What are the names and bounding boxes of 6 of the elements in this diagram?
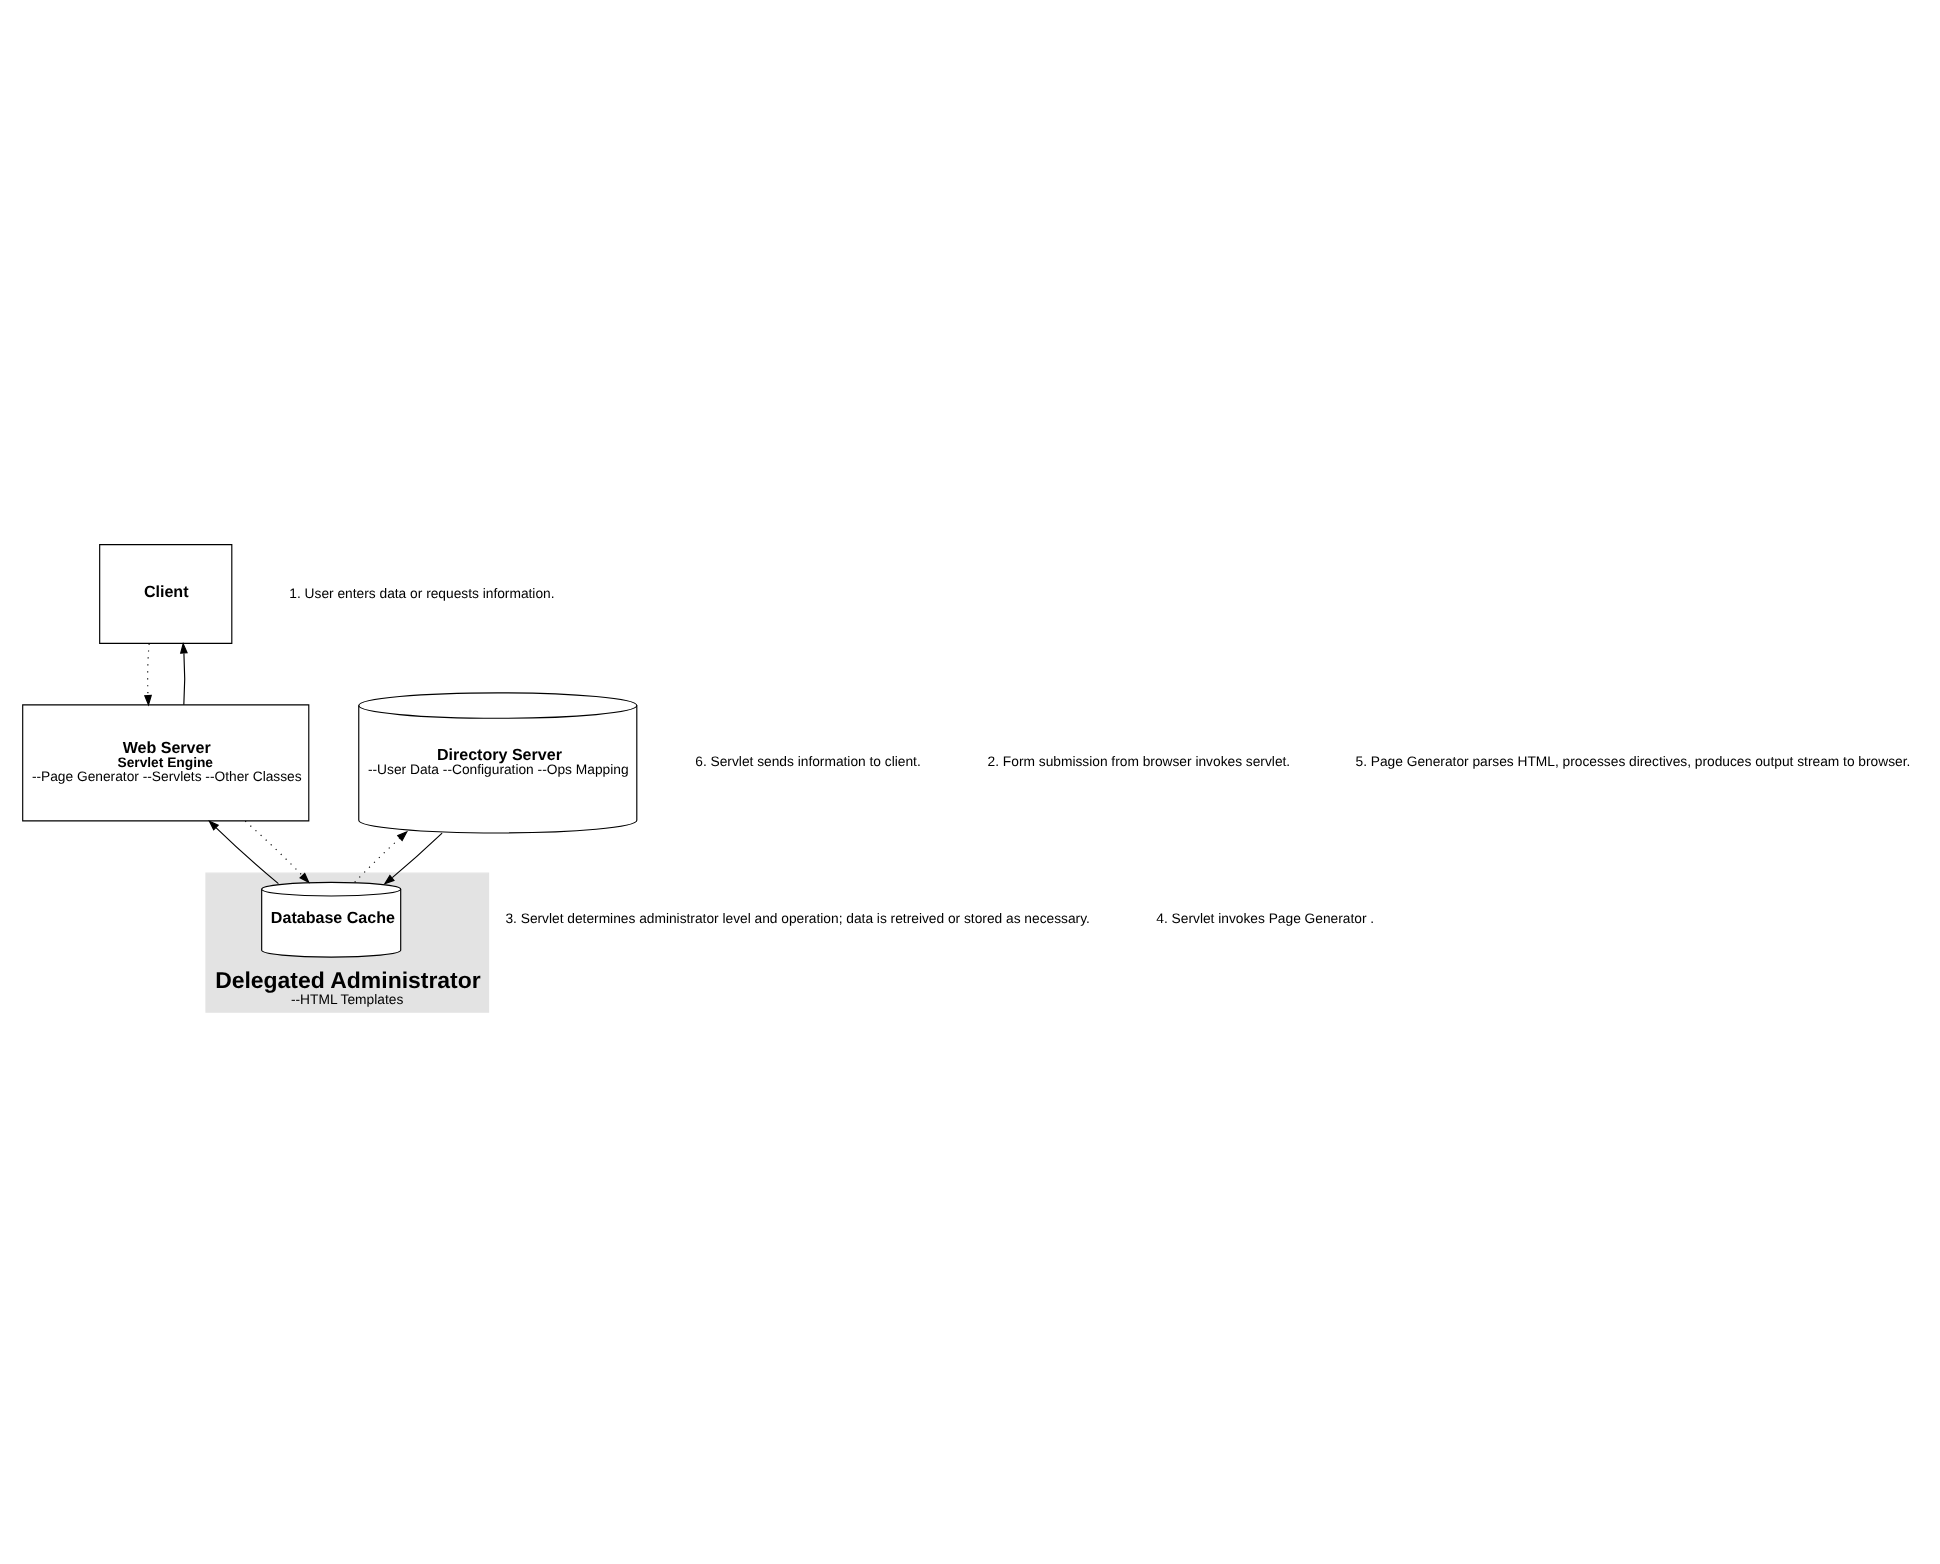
arrow: [244, 819, 310, 883]
arrow: [208, 818, 279, 884]
arrow: [354, 829, 409, 882]
arrow: [179, 641, 188, 705]
arrow: [143, 642, 152, 706]
arrow: [383, 831, 443, 884]
